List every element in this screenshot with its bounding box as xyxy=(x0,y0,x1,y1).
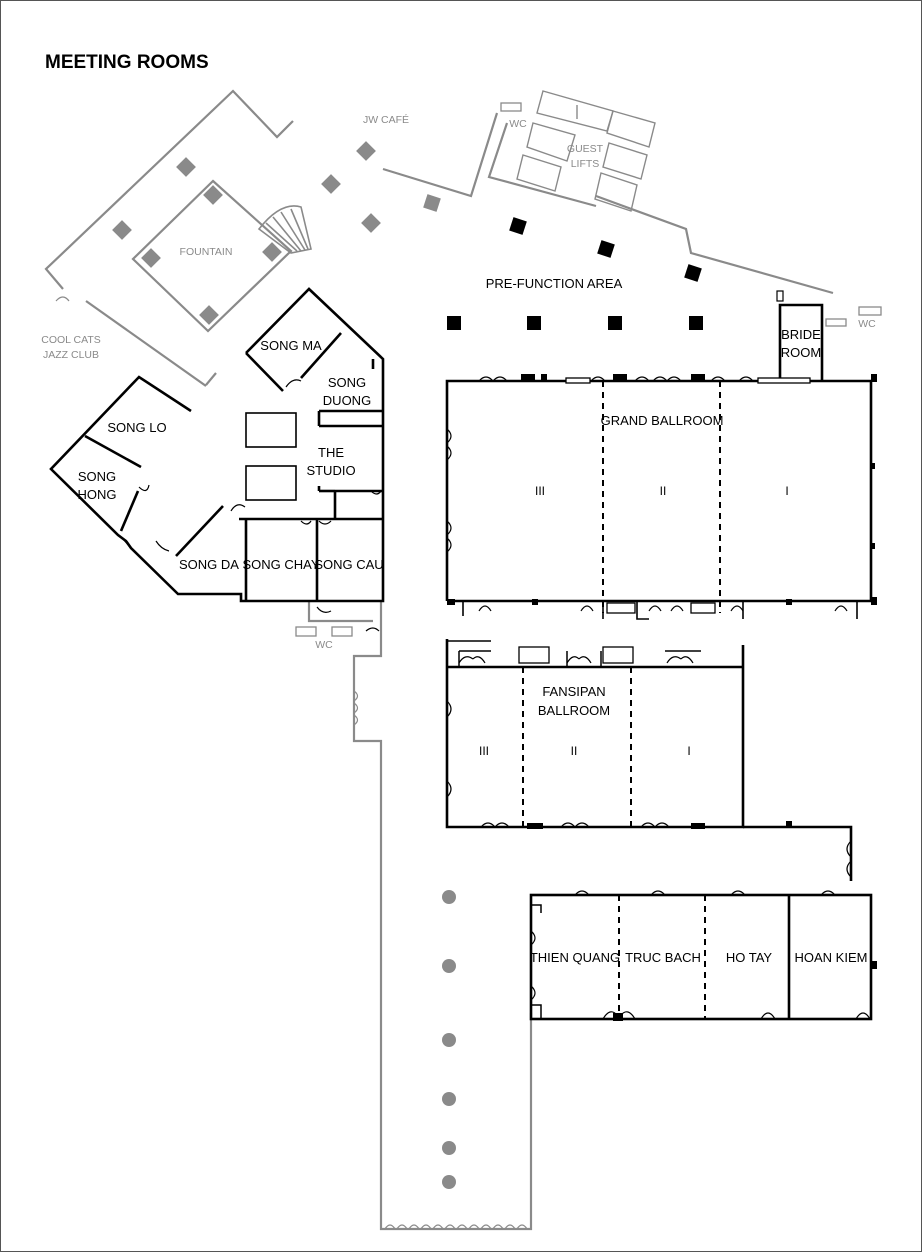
fansipan-dividers xyxy=(522,667,632,827)
fansipan-section-ii: II xyxy=(571,744,578,758)
lower-rooms-dividers xyxy=(618,895,706,1019)
song-duong-label-1: SONG xyxy=(328,375,366,390)
song-ma-label: SONG MA xyxy=(260,338,322,353)
grand-ballroom-dividers xyxy=(602,381,721,613)
lower-rooms-walls xyxy=(529,893,873,1021)
song-hong-label-2: HONG xyxy=(78,487,117,502)
fansipan-door-marks xyxy=(527,821,792,829)
lower-rooms-stubs xyxy=(531,904,542,1019)
grey-columns xyxy=(112,141,441,325)
bride-room-label-2: ROOM xyxy=(781,345,821,360)
pre-function-label: PRE-FUNCTION AREA xyxy=(486,276,623,291)
grand-ballroom-door-marks xyxy=(447,374,877,605)
fansipan-label-2: BALLROOM xyxy=(538,703,610,718)
round-columns xyxy=(442,890,456,1189)
fansipan-fixtures xyxy=(518,646,634,664)
fansipan-stubs xyxy=(447,640,701,667)
guest-lifts xyxy=(516,90,656,212)
grand-section-i: I xyxy=(785,484,788,498)
fansipan-section-iii: III xyxy=(479,744,489,758)
fansipan-section-i: I xyxy=(687,744,690,758)
wc-right-label: WC xyxy=(858,318,876,330)
cool-cats-label-2: JAZZ CLUB xyxy=(43,349,99,361)
bride-room-label-1: BRIDE xyxy=(781,327,821,342)
fountain-label: FOUNTAIN xyxy=(180,246,233,258)
hoan-kiem-label: HOAN KIEM xyxy=(795,950,868,965)
grand-ballroom-doors xyxy=(446,376,848,612)
song-chay-label: SONG CHAY xyxy=(242,557,319,572)
page-title: MEETING ROOMS xyxy=(45,52,209,73)
grand-ballroom-fixtures xyxy=(565,377,811,614)
grand-ballroom-stubs xyxy=(462,601,858,620)
thien-quang-label: THIEN QUANG xyxy=(530,950,620,965)
truc-bach-label: TRUC BACH xyxy=(625,950,701,965)
ho-tay-label: HO TAY xyxy=(726,950,773,965)
song-rooms-walls xyxy=(49,287,385,603)
wc-top-label: WC xyxy=(509,118,527,130)
song-lo-label: SONG LO xyxy=(107,420,166,435)
grand-section-ii: II xyxy=(660,484,667,498)
black-columns xyxy=(447,217,703,330)
grand-section-iii: III xyxy=(535,484,545,498)
the-studio-label-1: THE xyxy=(318,445,344,460)
outer-walls xyxy=(44,89,834,1231)
cool-cats-label-1: COOL CATS xyxy=(41,334,101,346)
song-da-label: SONG DA xyxy=(179,557,239,572)
song-hong-label-1: SONG xyxy=(78,469,116,484)
wc-bottom-label: WC xyxy=(315,639,333,651)
lower-rooms-marks xyxy=(613,961,877,1021)
the-studio-label-2: STUDIO xyxy=(306,463,355,478)
grand-ballroom-label: GRAND BALLROOM xyxy=(601,413,724,428)
song-duong-label-2: DUONG xyxy=(323,393,371,408)
bride-room-walls xyxy=(778,303,824,381)
fansipan-walls xyxy=(445,639,853,881)
song-cau-label: SONG CAU xyxy=(314,557,383,572)
song-doors xyxy=(118,379,382,632)
fansipan-label-1: FANSIPAN xyxy=(542,684,605,699)
fansipan-doors xyxy=(446,656,852,878)
jw-cafe-label: JW CAFÉ xyxy=(363,113,409,126)
wc-fixtures xyxy=(295,102,882,637)
guest-lifts-label-2: LIFTS xyxy=(571,158,600,170)
studio-tables xyxy=(245,412,297,501)
fountain-steps xyxy=(257,205,312,254)
walkway-doors xyxy=(55,296,528,1230)
guest-lifts-label-1: GUEST xyxy=(567,143,604,155)
